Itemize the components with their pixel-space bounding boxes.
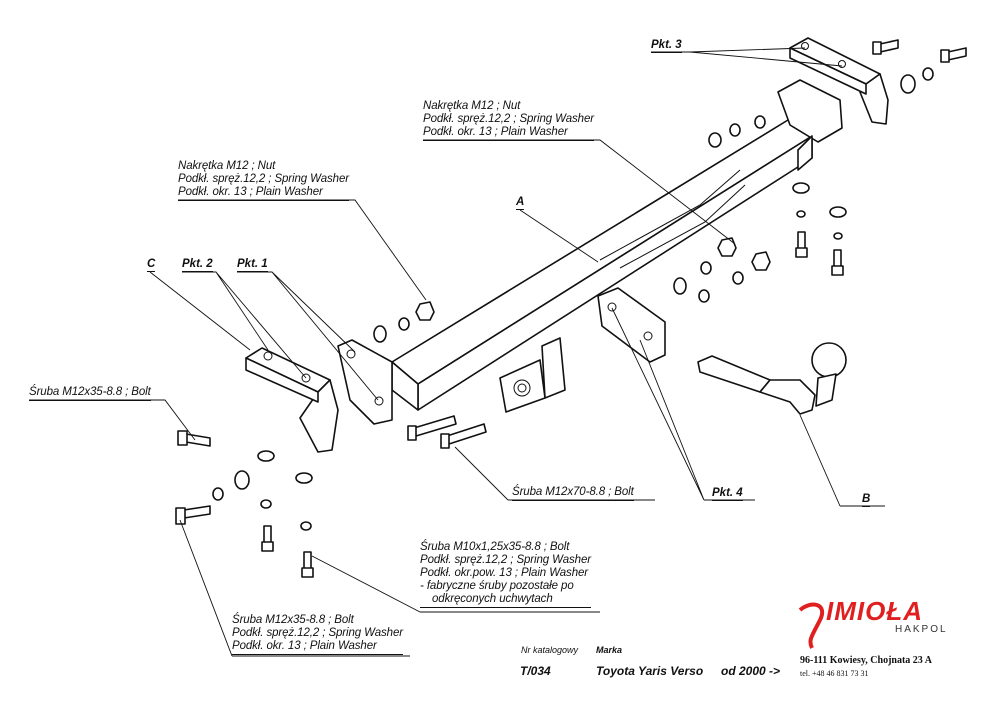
crossbar-a [391, 119, 813, 411]
callout-line: - fabryczne śruby pozostałe po [420, 580, 574, 592]
label-pkt4: Pkt. 4 [712, 487, 743, 501]
right-mount-bracket [777, 79, 843, 171]
callout-line: Podkł. okr. 13 ; Plain Washer [232, 640, 403, 655]
callout-line: Podkł. okr. 13 ; Plain Washer [178, 186, 349, 201]
washers-nuts [212, 67, 934, 531]
ball-hitch-b [697, 342, 847, 415]
bracket-pkt3 [789, 37, 889, 125]
company-logo: IMIOŁA [826, 596, 923, 626]
callout-line: Podkł. spręż.12,2 ; Spring Washer [420, 554, 591, 566]
label-pkt1: Pkt. 1 [237, 258, 268, 272]
callout-line: Nakrętka M12 ; Nut [178, 160, 276, 172]
company-phone: tel. +48 46 831 73 31 [800, 669, 869, 678]
callout-nut-top: Nakrętka M12 ; Nut Podkł. spręż.12,2 ; S… [423, 100, 594, 141]
callout-bolt-m10: Śruba M10x1,25x35-8.8 ; Bolt Podkł. sprę… [420, 541, 591, 608]
brand-label: Marka [596, 645, 623, 655]
left-mount-plate [337, 339, 393, 425]
callout-bolt-left: Śruba M12x35-8.8 ; Bolt [29, 386, 151, 401]
model-name: Toyota Yaris Verso [596, 664, 704, 678]
callout-bolt-mid: Śruba M12x70-8.8 ; Bolt [512, 486, 634, 501]
callout-nut-left: Nakrętka M12 ; Nut Podkł. spręż.12,2 ; S… [178, 160, 349, 201]
callout-line: Podkł. okr. 13 ; Plain Washer [423, 126, 594, 141]
callout-bolt-bottom: Śruba M12x35-8.8 ; Bolt Podkł. spręż.12,… [232, 614, 403, 655]
catalog-label: Nr katalogowy [521, 645, 579, 655]
callout-line: Podkł. spręż.12,2 ; Spring Washer [178, 173, 349, 185]
label-c: C [147, 258, 156, 272]
callout-line: Śruba M10x1,25x35-8.8 ; Bolt [420, 541, 570, 553]
company-sub: HAKPOL [895, 624, 948, 635]
bracket-c [245, 347, 339, 453]
label-b: B [862, 493, 871, 507]
socket-plate [499, 337, 566, 413]
callout-line: Podkł. spręż.12,2 ; Spring Washer [232, 627, 403, 639]
callout-line: odkręconych uchwytach [420, 593, 591, 608]
center-hanger [597, 287, 666, 363]
logo-swoosh [798, 602, 824, 649]
callout-line: Śruba M12x35-8.8 ; Bolt [232, 614, 354, 626]
callout-line: Nakrętka M12 ; Nut [423, 100, 521, 112]
label-pkt3: Pkt. 3 [651, 39, 682, 53]
label-pkt2: Pkt. 2 [182, 258, 213, 272]
bolts [175, 39, 967, 578]
company-address: 96-111 Kowiesy, Chojnata 23 A [800, 655, 932, 666]
callout-line: Podkł. okr.pow. 13 ; Plain Washer [420, 567, 589, 579]
label-a: A [516, 196, 525, 210]
catalog-number: T/034 [520, 664, 551, 678]
callout-line: Podkł. spręż.12,2 ; Spring Washer [423, 113, 594, 125]
from-year: od 2000 -> [721, 664, 781, 678]
